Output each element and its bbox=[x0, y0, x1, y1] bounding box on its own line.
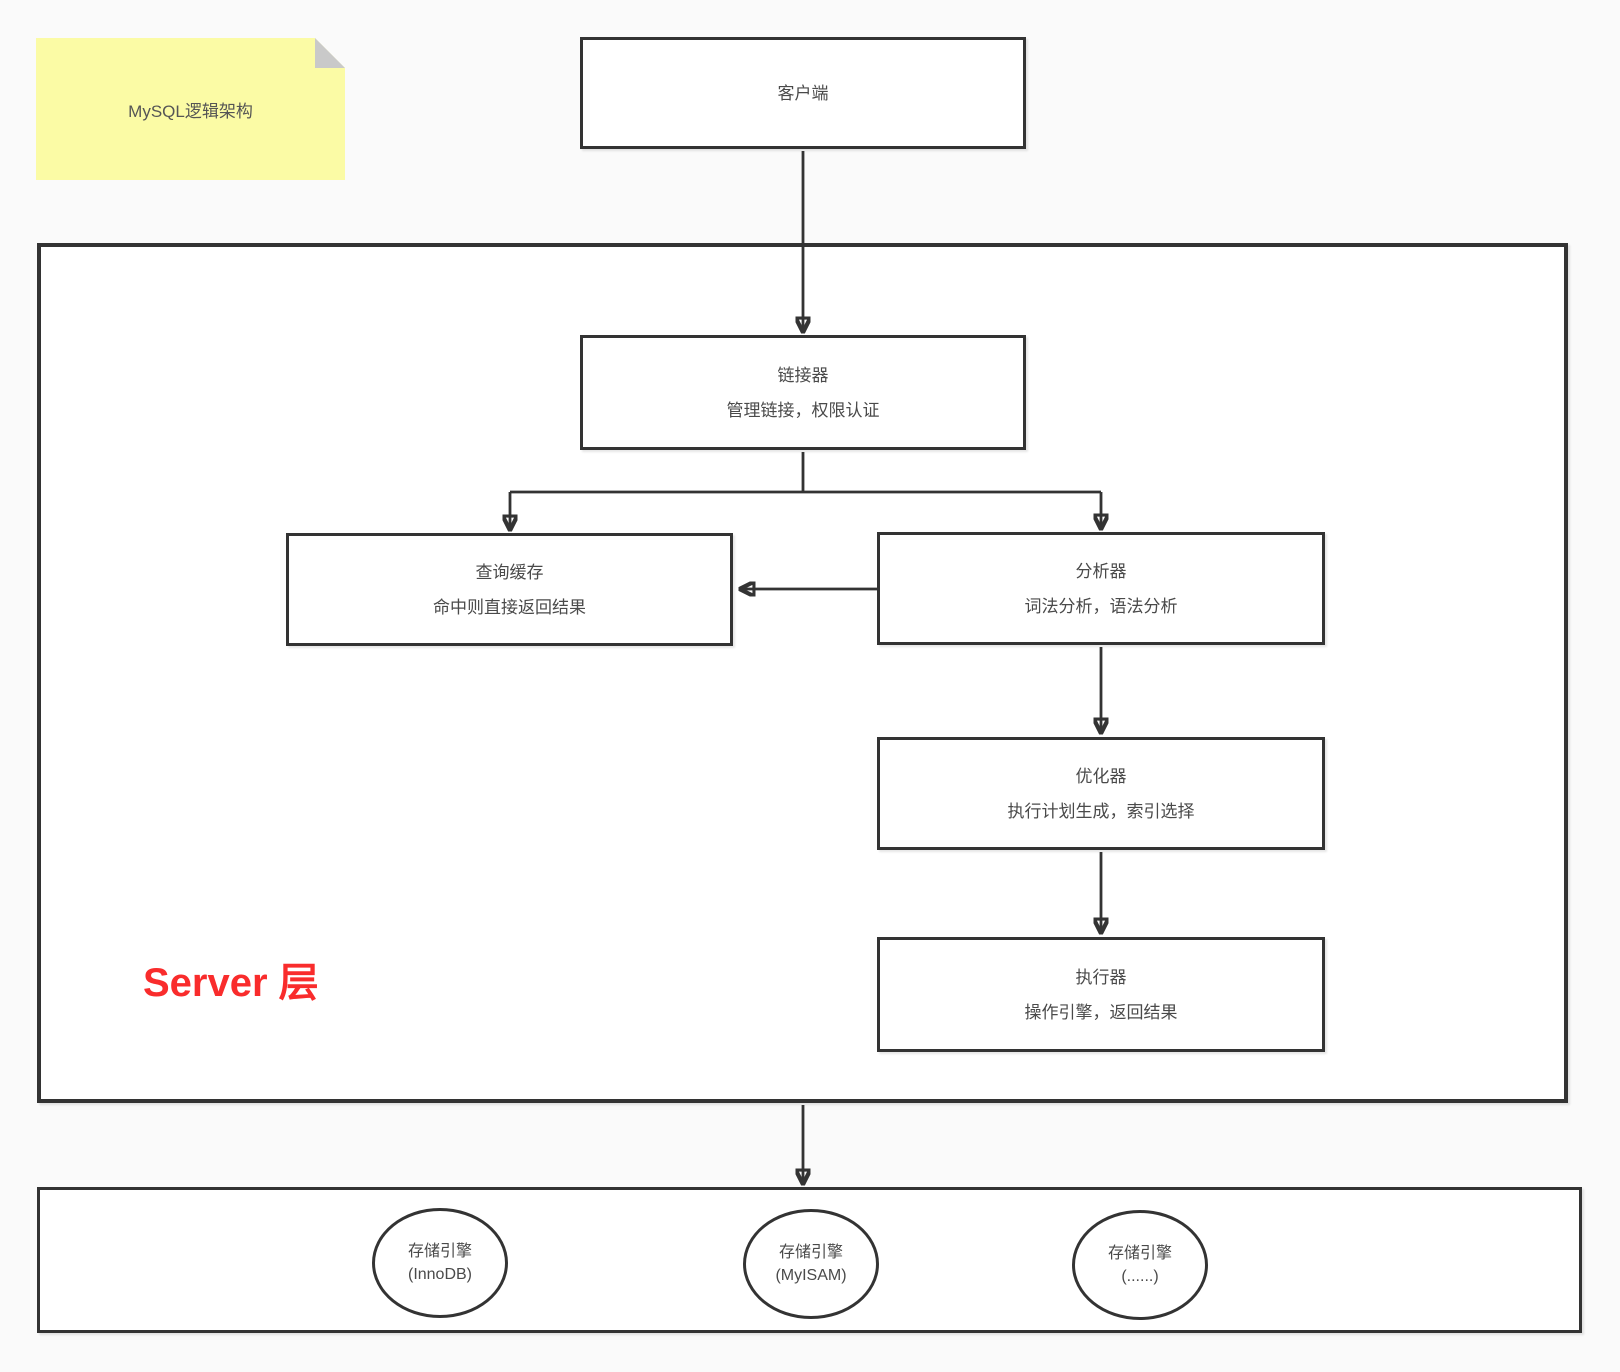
engine-innodb: 存储引擎 (InnoDB) bbox=[372, 1208, 508, 1318]
node-executor: 执行器 操作引擎，返回结果 bbox=[877, 937, 1325, 1052]
node-executor-title: 执行器 bbox=[1075, 967, 1127, 987]
node-query-cache: 查询缓存 命中则直接返回结果 bbox=[286, 533, 733, 646]
engine-innodb-line1: 存储引擎 bbox=[407, 1243, 472, 1260]
node-executor-subtitle: 操作引擎，返回结果 bbox=[1024, 1002, 1178, 1022]
node-client-title: 客户端 bbox=[777, 83, 829, 103]
engine-innodb-line2: (InnoDB) bbox=[407, 1266, 473, 1283]
engine-myisam: 存储引擎 (MyISAM) bbox=[743, 1209, 879, 1319]
node-analyzer-subtitle: 词法分析，语法分析 bbox=[1024, 596, 1178, 616]
node-query-cache-title: 查询缓存 bbox=[475, 562, 544, 582]
node-connector-title: 链接器 bbox=[777, 365, 829, 385]
node-connector: 链接器 管理链接，权限认证 bbox=[580, 335, 1026, 450]
server-layer-label: Server 层 bbox=[143, 961, 319, 1005]
engine-myisam-line1: 存储引擎 bbox=[778, 1244, 843, 1261]
node-connector-subtitle: 管理链接，权限认证 bbox=[726, 400, 880, 420]
node-optimizer: 优化器 执行计划生成，索引选择 bbox=[877, 737, 1325, 850]
engine-myisam-line2: (MyISAM) bbox=[775, 1267, 847, 1284]
node-client: 客户端 bbox=[580, 37, 1026, 149]
node-optimizer-subtitle: 执行计划生成，索引选择 bbox=[1007, 801, 1195, 821]
sticky-note-text: MySQL逻辑架构 bbox=[128, 101, 253, 121]
node-analyzer: 分析器 词法分析，语法分析 bbox=[877, 532, 1325, 645]
engine-other: 存储引擎 (......) bbox=[1072, 1210, 1208, 1320]
sticky-note: MySQL逻辑架构 bbox=[36, 38, 345, 180]
engine-other-line2: (......) bbox=[1121, 1268, 1159, 1285]
engine-other-line1: 存储引擎 bbox=[1107, 1245, 1172, 1262]
node-optimizer-title: 优化器 bbox=[1075, 766, 1127, 786]
node-query-cache-subtitle: 命中则直接返回结果 bbox=[433, 597, 586, 617]
node-analyzer-title: 分析器 bbox=[1075, 561, 1127, 581]
